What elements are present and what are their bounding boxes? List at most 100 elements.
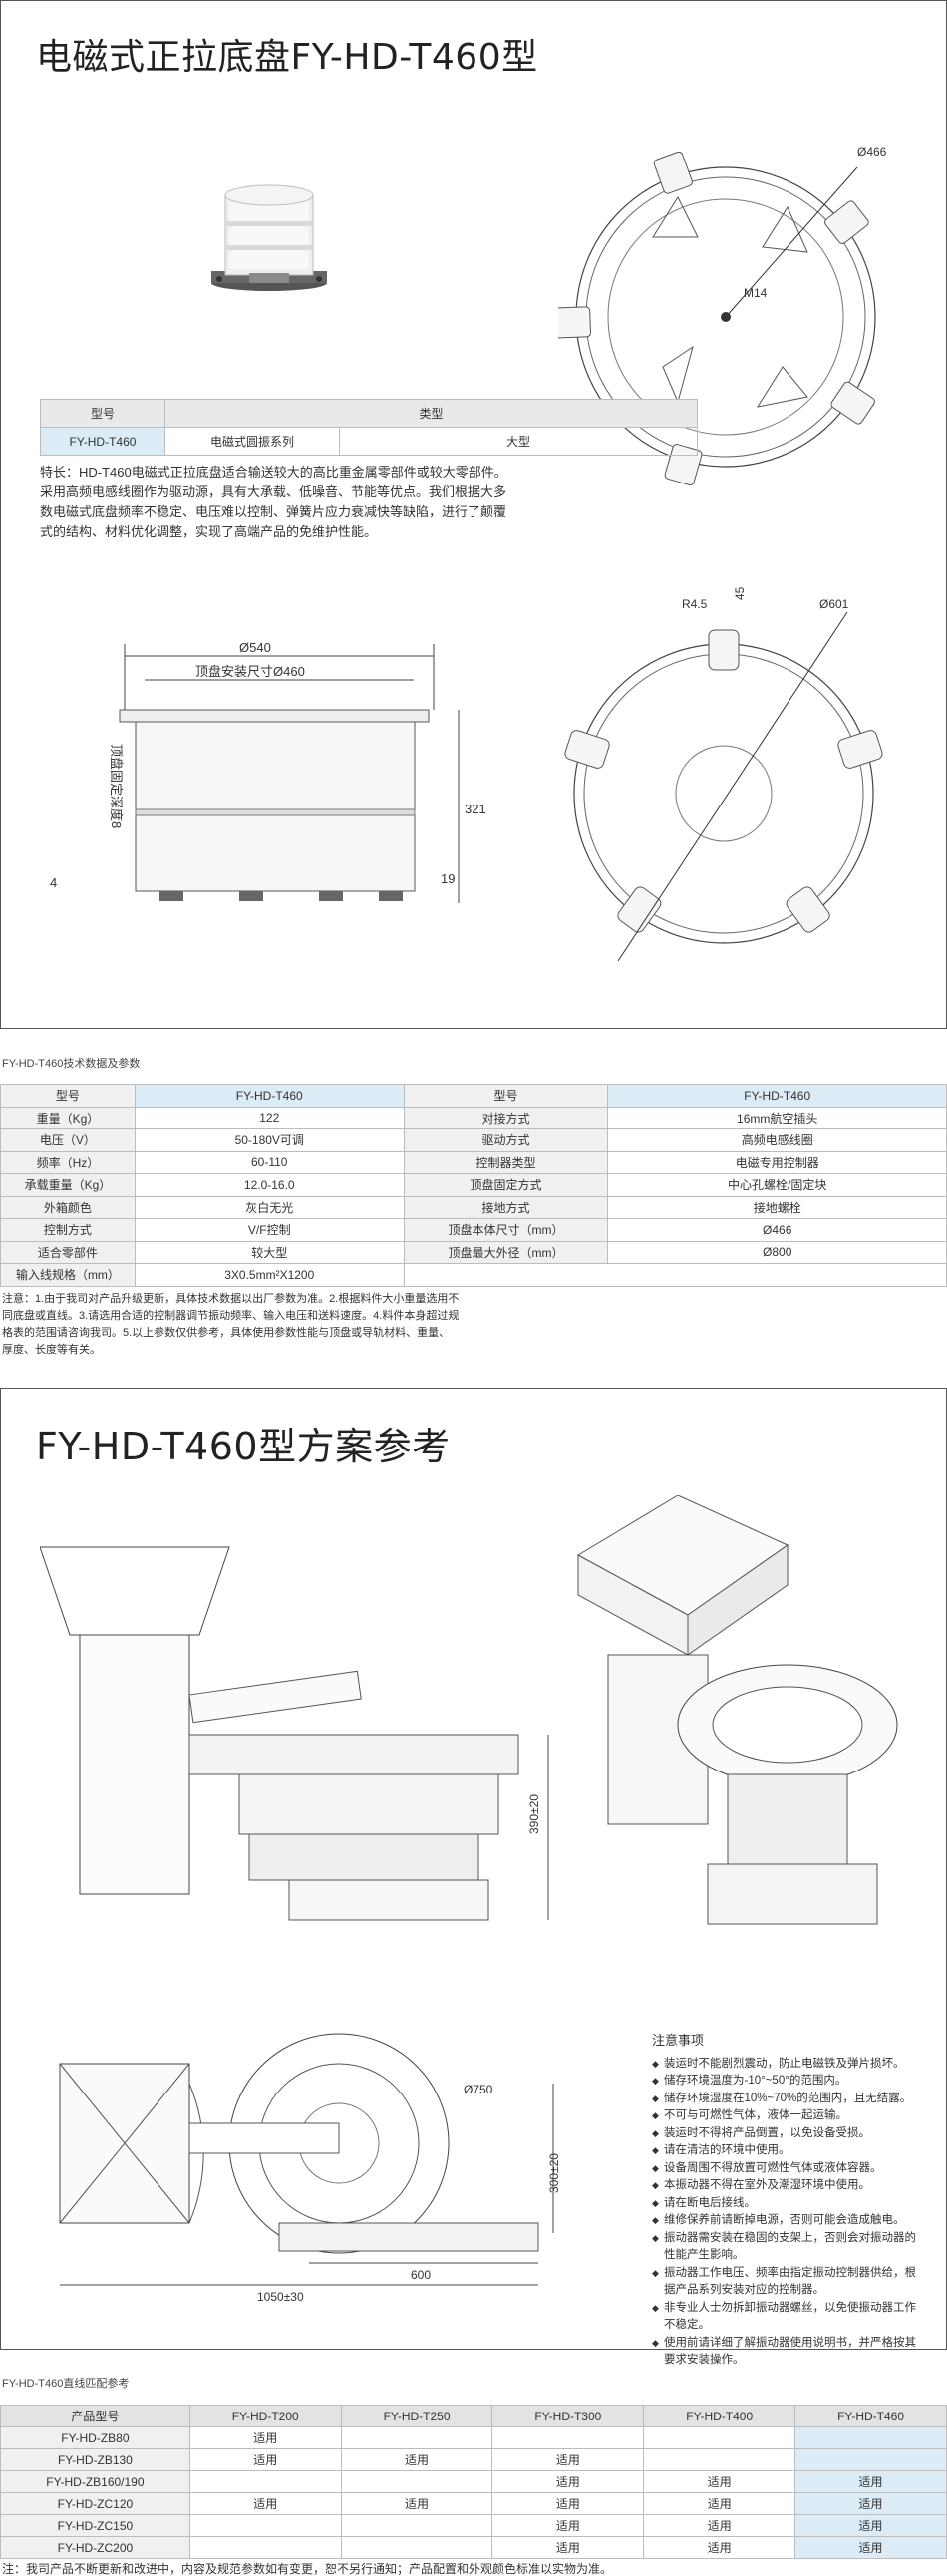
dim-r45: R4.5 (682, 597, 708, 611)
note-item: 维修保养前请断掉电源，否则可能会造成触电。 (652, 2212, 921, 2230)
spec-cell: 16mm航空插头 (607, 1106, 947, 1129)
spec-cell: 控制器类型 (403, 1150, 609, 1174)
spec-cell: 频率（Hz） (0, 1150, 136, 1174)
note-item: 设备周围不得放置可燃性气体或液体容器。 (652, 2160, 921, 2178)
match-cell: 适用 (794, 2470, 947, 2493)
spec-cell: 型号 (403, 1084, 609, 1108)
spec-cell: 中心孔螺栓/固定块 (607, 1173, 947, 1197)
spec-cell (403, 1263, 947, 1287)
match-cell (643, 2426, 796, 2449)
spec-cell: FY-HD-T460 (607, 1084, 947, 1108)
plan-view-drawing: 300±20 Ø750 600 1050±30 (59, 2033, 561, 2303)
dim-n45: 45 (733, 586, 747, 600)
note-item: 非专业人士勿拆卸振动器螺丝，以免使振动器工作不稳定。 (652, 2300, 921, 2335)
spec-cell: 3X0.5mm²X1200 (134, 1263, 405, 1287)
match-cell (340, 2536, 493, 2559)
match-cell: 适用 (794, 2492, 947, 2515)
match-cell (794, 2426, 947, 2449)
type-model-cell: FY-HD-T460 (40, 427, 165, 456)
match-cell: 适用 (643, 2492, 796, 2515)
spec-cell: 驱动方式 (403, 1128, 609, 1152)
dim-h300: 300±20 (547, 2153, 561, 2193)
spec-cell: 60-110 (134, 1150, 405, 1174)
dim-h321: 321 (465, 802, 486, 816)
note-item: 振动器工作电压、频率由指定振动控制器供给，根据产品系列安装对应的控制器。 (652, 2265, 921, 2300)
notes-list: 装运时不能剧烈震动，防止电磁铁及弹片损坏。储存环境温度为-10°~50°的范围内… (652, 2056, 921, 2370)
solution-title: FY-HD-T460型方案参考 (36, 1425, 451, 1468)
notes-box: 注意事项 装运时不能剧烈震动，防止电磁铁及弹片损坏。储存环境温度为-10°~50… (652, 2032, 921, 2370)
match-cell: 适用 (643, 2470, 796, 2493)
spec-cell: Ø800 (607, 1240, 947, 1264)
dim-h4: 4 (50, 875, 57, 890)
match-cell: FY-HD-ZB80 (0, 2426, 190, 2449)
match-cell: 适用 (188, 2426, 342, 2449)
match-cell: 适用 (794, 2514, 947, 2537)
match-cell: FY-HD-ZC150 (0, 2514, 190, 2537)
spec-cell: 重量（Kg） (0, 1106, 136, 1129)
match-cell: 适用 (491, 2448, 645, 2471)
top-view-drawing: Ø466 M14 (558, 145, 887, 486)
dim-d601: Ø601 (819, 597, 849, 611)
match-cell (188, 2514, 342, 2537)
dim-d750: Ø750 (464, 2083, 493, 2096)
note-item: 请在断电后接线。 (652, 2195, 921, 2213)
spec-cell: 高频电感线圈 (607, 1128, 947, 1152)
front-view-drawing: Ø540 顶盘安装尺寸Ø460 321 19 4 顶盘固定深度8 (50, 640, 486, 903)
spec-cell: 50-180V可调 (134, 1128, 405, 1152)
match-header-cell: 产品型号 (0, 2405, 190, 2427)
type-table: 型号 类型 FY-HD-T460 电磁式圆振系列 大型 (40, 399, 698, 456)
type-header-type: 类型 (164, 399, 698, 428)
spec-cell: 接地螺栓 (607, 1195, 947, 1219)
spec-cell: 电磁专用控制器 (607, 1150, 947, 1174)
spec-cell: 型号 (0, 1084, 136, 1108)
feature-text: 特长：HD-T460电磁式正拉底盘适合输送较大的高比重金属零部件或较大零部件。采… (40, 465, 507, 539)
spec-row: 电压（V）50-180V可调驱动方式高频电感线圈 (0, 1128, 947, 1152)
match-cell (188, 2536, 342, 2559)
spec-row: 适合零部件较大型顶盘最大外径（mm）Ø800 (0, 1240, 947, 1264)
spec-cell: 承载重量（Kg） (0, 1173, 136, 1197)
match-header-cell: FY-HD-T400 (643, 2405, 796, 2427)
spec-cell: 较大型 (134, 1240, 405, 1264)
spec-cell: 外箱颜色 (0, 1195, 136, 1219)
spec-cell: 顶盘最大外径（mm） (403, 1240, 609, 1264)
note-item: 装运时不能剧烈震动，防止电磁铁及弹片损坏。 (652, 2056, 921, 2074)
spec-cell: 输入线规格（mm） (0, 1263, 136, 1287)
note-item: 不可与可燃性气体，液体一起运输。 (652, 2107, 921, 2125)
match-cell (340, 2514, 493, 2537)
match-cell (491, 2426, 645, 2449)
match-cell: 适用 (491, 2492, 645, 2515)
note-item: 使用前请详细了解振动器使用说明书，并严格按其要求安装操作。 (652, 2335, 921, 2370)
match-cell: 适用 (340, 2448, 493, 2471)
footer-note: 注：我司产品不断更新和改进中，内容及规范参数如有变更，恕不另行通知；产品配置和外… (2, 2562, 613, 2576)
match-cell (794, 2448, 947, 2471)
note-item: 装运时不得将产品倒置，以免设备受损。 (652, 2125, 921, 2143)
dim-m14: M14 (744, 286, 768, 300)
note-item: 储存环境温度为-10°~50°的范围内。 (652, 2073, 921, 2091)
isometric-drawing (576, 1495, 898, 1925)
note-item: 请在清洁的环境中使用。 (652, 2142, 921, 2160)
match-cell (643, 2448, 796, 2471)
match-cell: 适用 (188, 2448, 342, 2471)
dim-h19: 19 (441, 871, 455, 886)
spec-cell: 灰白无光 (134, 1195, 405, 1219)
match-cell: 适用 (491, 2470, 645, 2493)
match-cell (188, 2470, 342, 2493)
match-cell: 适用 (643, 2536, 796, 2559)
match-cell: FY-HD-ZB160/190 (0, 2470, 190, 2493)
match-cell: 适用 (643, 2514, 796, 2537)
match-cell: 适用 (491, 2536, 645, 2559)
match-cell: 适用 (491, 2514, 645, 2537)
match-cell: FY-HD-ZC200 (0, 2536, 190, 2559)
product-photo (211, 184, 327, 291)
match-header-cell: FY-HD-T460 (794, 2405, 947, 2427)
